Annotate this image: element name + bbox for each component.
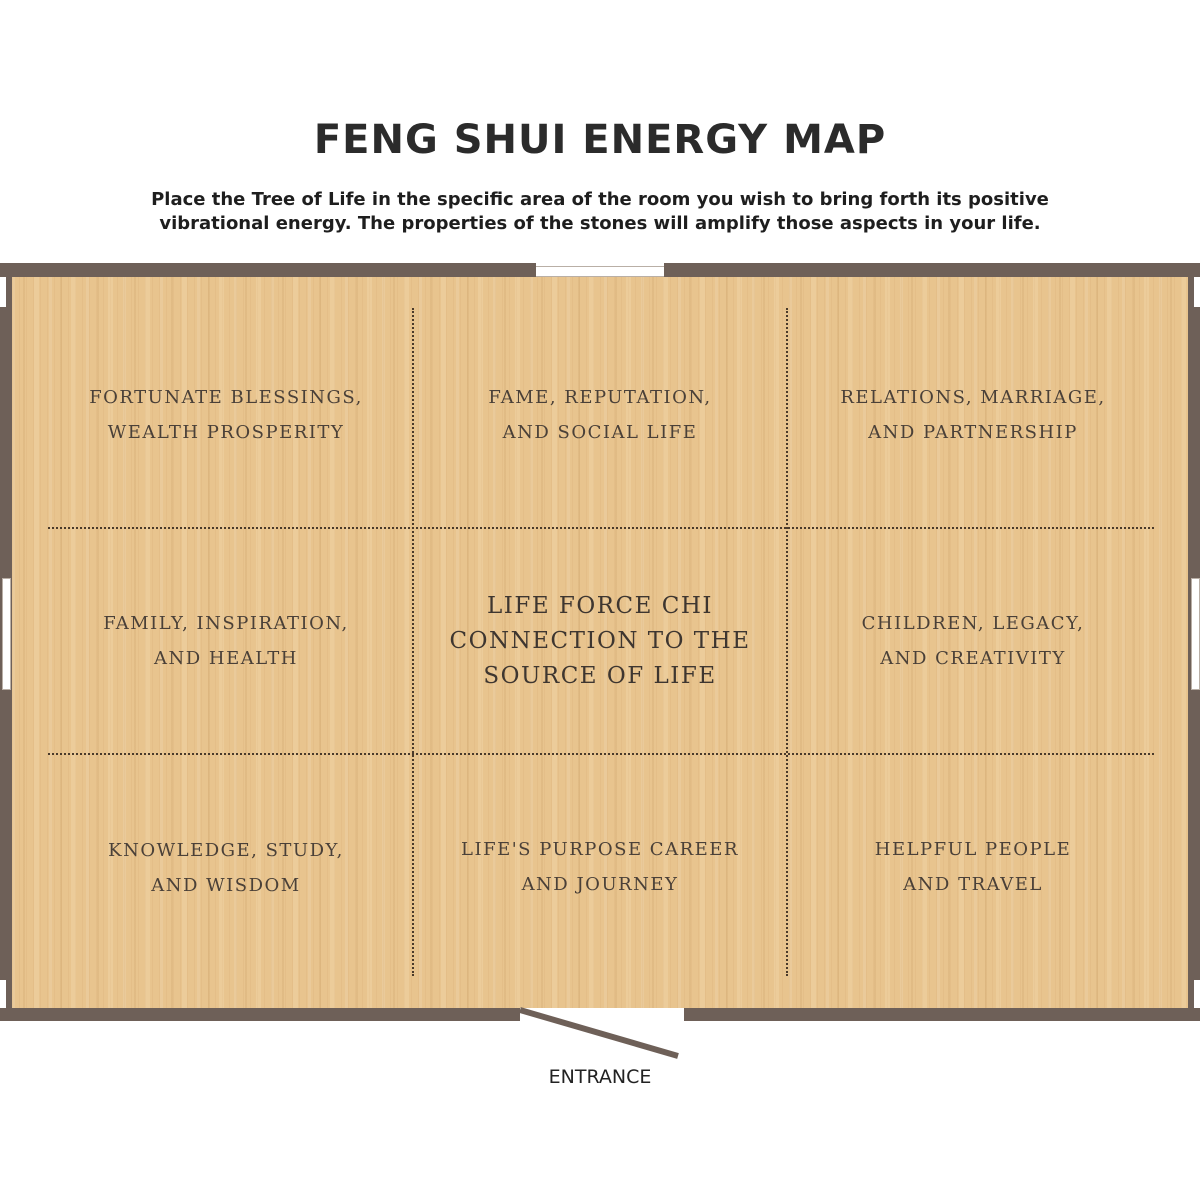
wall-top-right	[664, 263, 1200, 277]
wall-notch	[0, 980, 6, 1008]
zone-label-line: FORTUNATE BLESSINGS,	[89, 387, 363, 408]
zone-family: FAMILY, INSPIRATION, AND HEALTH	[56, 606, 396, 676]
zone-label-line: FAME, REPUTATION,	[488, 387, 712, 408]
zone-label-line: SOURCE OF LIFE	[483, 663, 717, 689]
zone-label-line: WEALTH PROSPERITY	[107, 422, 345, 443]
map-title: FENG SHUI ENERGY MAP	[313, 117, 887, 163]
zone-label-line: AND PARTNERSHIP	[868, 422, 1078, 443]
grid-divider-horizontal-top	[48, 527, 1154, 529]
zone-children: CHILDREN, LEGACY, AND CREATIVITY	[803, 606, 1143, 676]
wall-notch	[1194, 980, 1200, 1008]
grid-divider-horizontal-bottom	[48, 753, 1154, 755]
zone-fame: FAME, REPUTATION, AND SOCIAL LIFE	[430, 380, 770, 450]
zone-label-line: AND CREATIVITY	[880, 648, 1066, 669]
zone-label-line: AND TRAVEL	[903, 874, 1043, 895]
door-gap	[670, 1008, 684, 1021]
wall-bottom-left	[0, 1008, 520, 1021]
window-left	[2, 578, 11, 690]
zone-label-line: KNOWLEDGE, STUDY,	[108, 840, 344, 861]
grid-divider-vertical-left	[412, 308, 414, 976]
wall-top-left	[0, 263, 536, 277]
map-subtitle: Place the Tree of Life in the specific a…	[100, 188, 1100, 236]
entrance-label: ENTRANCE	[548, 1066, 652, 1088]
zone-relations: RELATIONS, MARRIAGE, AND PARTNERSHIP	[803, 380, 1143, 450]
grid-divider-vertical-right	[786, 308, 788, 976]
zone-label-line: LIFE FORCE CHI	[487, 593, 713, 619]
zone-label-line: AND SOCIAL LIFE	[502, 422, 698, 443]
zone-label-line: CHILDREN, LEGACY,	[861, 613, 1085, 634]
zone-label-line: AND HEALTH	[154, 648, 298, 669]
wall-notch	[0, 277, 6, 307]
subtitle-line-1: Place the Tree of Life in the specific a…	[151, 189, 1049, 210]
zone-life-force: LIFE FORCE CHI CONNECTION TO THE SOURCE …	[430, 589, 770, 694]
zone-label-line: RELATIONS, MARRIAGE,	[840, 387, 1106, 408]
wall-bottom-right	[684, 1008, 1200, 1021]
subtitle-line-2: vibrational energy. The properties of th…	[159, 213, 1041, 234]
zone-career: LIFE'S PURPOSE CAREER AND JOURNEY	[430, 832, 770, 902]
window-right	[1191, 578, 1200, 690]
zone-label-line: AND JOURNEY	[521, 874, 679, 895]
entrance-door	[519, 1007, 684, 1059]
zone-label-line: CONNECTION TO THE	[449, 628, 751, 654]
zone-helpful-people: HELPFUL PEOPLE AND TRAVEL	[803, 832, 1143, 902]
wall-notch	[1194, 277, 1200, 307]
zone-label-line: AND WISDOM	[151, 875, 301, 896]
zone-label-line: HELPFUL PEOPLE	[874, 839, 1072, 860]
window-top	[536, 266, 664, 277]
room-floor	[12, 277, 1188, 1008]
zone-label-line: FAMILY, INSPIRATION,	[103, 613, 349, 634]
door-panel	[519, 1007, 679, 1059]
zone-knowledge: KNOWLEDGE, STUDY, AND WISDOM	[56, 833, 396, 903]
zone-label-line: LIFE'S PURPOSE CAREER	[461, 839, 739, 860]
zone-wealth: FORTUNATE BLESSINGS, WEALTH PROSPERITY	[56, 380, 396, 450]
